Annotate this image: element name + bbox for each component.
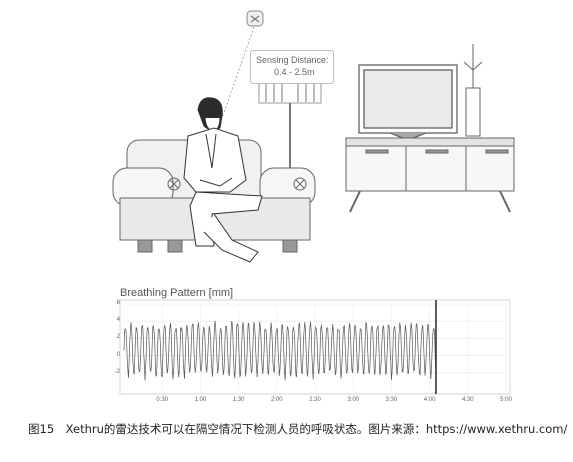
x-tick-label: 4:30	[461, 397, 474, 403]
floor-lamp	[258, 77, 322, 170]
x-tick-label: 3:00	[347, 397, 360, 403]
x-tick-label: 0:30	[156, 397, 169, 403]
vase	[463, 44, 483, 137]
breathing-series-line	[123, 320, 437, 381]
x-tick-label: 1:30	[232, 397, 245, 403]
x-tick-label: 1:00	[194, 397, 207, 403]
radar-sensor-icon	[246, 10, 264, 27]
x-tick-label: 5:00	[500, 397, 512, 403]
callout-line1: Sensing Distance:	[256, 55, 329, 65]
y-tick-label: 4	[116, 317, 120, 324]
y-tick-label: 0	[116, 351, 120, 358]
tv-stand	[345, 137, 515, 213]
figure-caption: 图15 Xethru的雷达技术可以在隔空情况下检测人员的呼吸状态。图片来源：ht…	[28, 422, 568, 436]
callout-line2: 0.4 - 2.5m	[274, 67, 315, 77]
sensing-distance-callout	[250, 50, 334, 84]
y-tick-label: 2	[116, 334, 120, 341]
seated-person	[183, 97, 263, 263]
x-tick-label: 2:30	[309, 397, 321, 403]
x-tick-label: 2:00	[270, 397, 283, 403]
x-tick-label: 3:30	[385, 397, 398, 403]
x-tick-label: 4:00	[423, 397, 436, 403]
y-tick-label: -2	[114, 368, 120, 375]
television	[358, 64, 458, 141]
sensing-line	[221, 26, 255, 119]
y-tick-label: 6	[116, 300, 120, 306]
breathing-chart	[119, 299, 511, 395]
chart-title: Breathing Pattern [mm]	[120, 287, 234, 299]
